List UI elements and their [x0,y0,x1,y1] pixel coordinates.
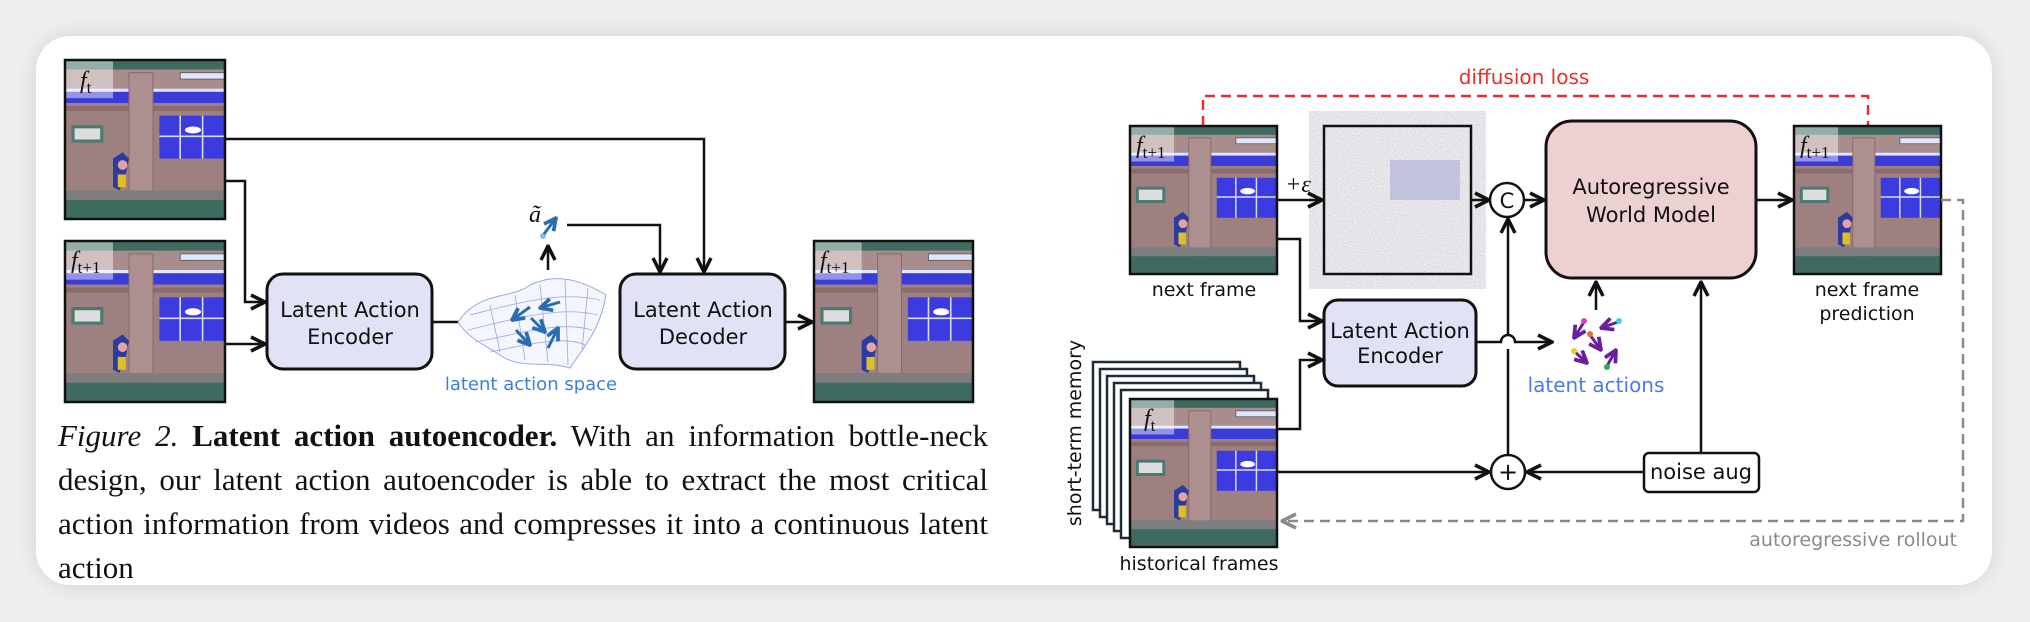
svg-text:Latent Action: Latent Action [633,298,773,322]
concat-node: C [1488,181,1526,219]
caption-title: Latent action autoencoder. [192,418,558,453]
latent-vector-arrow [540,302,561,308]
svg-text:latent actions: latent actions [1528,373,1665,397]
input-frame-t: ft [63,58,227,221]
action-vector-icon [542,218,556,235]
figure-card: ft ft+1 ft+1 Latent Action Encoder Laten… [36,36,1992,585]
caption-body: With an information bottle-neck design, … [58,418,988,585]
add-node: + [1489,453,1527,491]
frame-label: ft+1 [71,248,100,277]
next-frame: ft+1 next frame [1128,124,1279,301]
figure-caption: Figure 2. Latent action autoencoder. Wit… [58,414,988,585]
svg-text:Latent Action: Latent Action [280,298,420,322]
historical-frames-stack: ft historical frames short-term memory [1064,340,1279,575]
sampled-action: ã [529,202,556,239]
latent-action-space-manifold: latent action space [445,278,617,395]
latent-action-encoder-left: Latent Action Encoder [265,272,434,371]
diffusion-loss: diffusion loss [1201,65,1870,126]
input-frame-t1: ft+1 [63,239,227,404]
right-connectors [1277,200,1792,472]
svg-text:C: C [1500,189,1515,213]
action-to-decoder-arrow [567,223,660,272]
history-to-encoder-arrow [1277,360,1322,431]
latent-vector-arrow [512,305,531,320]
latent-space-label: latent action space [445,374,617,395]
encoder-to-actions-arrow [1476,335,1552,342]
svg-text:Encoder: Encoder [307,325,393,349]
svg-text:ã: ã [529,202,541,228]
noise-aug-box: noise aug [1642,451,1761,494]
svg-text:Latent Action: Latent Action [1330,319,1470,343]
svg-text:noise aug: noise aug [1650,460,1752,484]
frame-label: ft+1 [820,248,849,277]
figure-diagram: ft ft+1 ft+1 Latent Action Encoder Laten… [63,58,1965,575]
frame-label: ft [80,68,92,97]
rollout-loop: autoregressive rollout [1282,198,1965,551]
noisy-frame [1322,124,1473,276]
svg-text:ft+1: ft+1 [1800,133,1829,162]
svg-text:autoregressive rollout: autoregressive rollout [1749,529,1957,551]
prediction-frame: ft+1 next frame prediction [1792,124,1943,325]
svg-text:+: + [1498,458,1518,486]
svg-text:Encoder: Encoder [1357,344,1443,368]
svg-text:diffusion loss: diffusion loss [1459,65,1590,89]
noise-label: +ε [1285,172,1311,198]
svg-text:ft+1: ft+1 [1136,133,1165,162]
svg-text:Decoder: Decoder [659,325,748,349]
svg-text:World Model: World Model [1586,203,1716,227]
svg-text:next frame: next frame [1152,279,1256,301]
svg-text:next frame: next frame [1815,279,1919,301]
svg-text:historical frames: historical frames [1119,553,1278,575]
short-term-memory-label: short-term memory [1064,340,1086,526]
autoregressive-world-model: Autoregressive World Model [1544,119,1758,280]
svg-text:Autoregressive: Autoregressive [1572,175,1729,199]
figure-label: Figure 2. [58,418,179,453]
next-frame-to-encoder-arrow [1277,237,1322,321]
latent-vector-arrow [529,316,545,332]
svg-text:prediction: prediction [1819,303,1914,325]
latent-action-encoder-right: Latent Action Encoder [1322,298,1478,388]
output-frame-t1: ft+1 [812,239,975,404]
svg-text:ft: ft [1144,406,1156,435]
latent-actions-icon: latent actions [1528,318,1665,397]
latent-vector-arrow [514,328,530,345]
ft-to-encoder-arrow [225,179,265,302]
skip-arrow [225,137,704,272]
latent-vector-arrow [548,328,558,349]
latent-action-decoder: Latent Action Decoder [618,272,787,371]
